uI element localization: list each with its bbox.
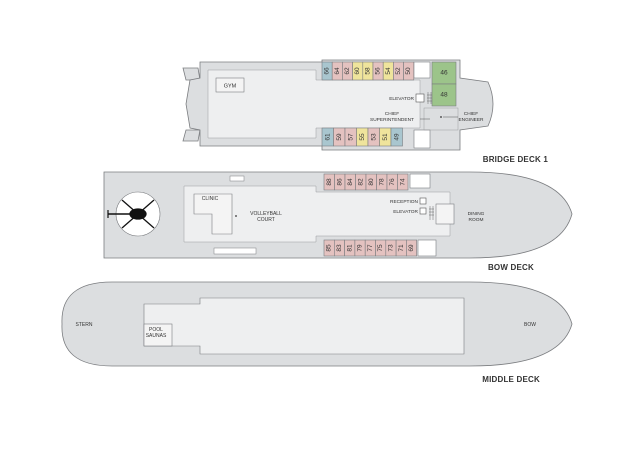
bow-bottom-cabin-number: 79 bbox=[357, 244, 364, 252]
bow-bottom-cabin-number: 81 bbox=[346, 244, 353, 252]
gym-label: GYM bbox=[224, 84, 237, 90]
bow-bottom-cabin-number: 77 bbox=[367, 244, 374, 252]
pool-saunas-room bbox=[143, 323, 173, 347]
bridge-bottom-cabin-number: 61 bbox=[324, 133, 331, 141]
reception-label: RECEPTION bbox=[390, 199, 419, 205]
bridge-top-cabin-number: 50 bbox=[405, 67, 412, 75]
bridge-top-cabin-number: 66 bbox=[324, 67, 331, 75]
bow-label: BOW bbox=[524, 322, 536, 328]
bridge-top-cabin-number: 56 bbox=[375, 67, 382, 75]
bridge-suites: 46 48 bbox=[431, 61, 457, 107]
dining-room bbox=[435, 203, 455, 225]
bow-top-cabin-number: 80 bbox=[368, 178, 375, 186]
bow-bottom-slot bbox=[213, 247, 257, 255]
bridge-top-cabin-number: 58 bbox=[364, 67, 371, 75]
bridge-top-cabin-number: 64 bbox=[334, 67, 341, 75]
clinic-room bbox=[193, 193, 233, 235]
bridge-top-cabin-number: 54 bbox=[385, 67, 392, 75]
bow-deck-title: BOW DECK bbox=[488, 263, 534, 272]
helicopter-icon bbox=[107, 199, 155, 229]
bow-bottom-cabin-number: 71 bbox=[398, 244, 405, 252]
gym-room bbox=[215, 77, 245, 93]
dining-label-1: DINING bbox=[468, 211, 485, 217]
bow-top-cabin-number: 88 bbox=[326, 178, 333, 186]
bridge-bottom-cabin-49[interactable] bbox=[390, 127, 403, 147]
bridge-bottom-cabin-number: 53 bbox=[370, 133, 377, 141]
bridge-wing-bottom bbox=[182, 129, 201, 142]
dining-label-2: ROOM bbox=[469, 217, 484, 223]
chief-engineer-label-2: ENGINEER bbox=[458, 117, 484, 123]
bow-elevator-label: ELEVATOR bbox=[393, 209, 418, 215]
bridge-corridor bbox=[207, 69, 421, 139]
bridge-top-cabin-number: 62 bbox=[344, 67, 351, 75]
bridge-bottom-cabin-number: 57 bbox=[347, 133, 354, 141]
bow-top-cabin-number: 74 bbox=[399, 178, 406, 186]
bridge-suite-number: 48 bbox=[440, 92, 448, 99]
bow-bottom-cabin-number: 83 bbox=[336, 244, 343, 252]
bow-bottom-cabin-69[interactable] bbox=[406, 239, 417, 257]
bow-bottom-cabin-number: 73 bbox=[387, 244, 394, 252]
bow-bottom-cabin-number: 85 bbox=[326, 244, 333, 252]
middle-inner-area bbox=[143, 297, 465, 355]
bow-stair-bottom bbox=[417, 239, 437, 257]
bow-top-cabin-number: 84 bbox=[347, 178, 354, 186]
middle-deck: POOL SAUNAS STERN BOW MIDDLE DECK bbox=[61, 281, 573, 384]
chief-superintendent-label-2: SUPERINTENDENT bbox=[370, 117, 414, 123]
bridge-bottom-cabins: 61 59 57 55 53 51 49 bbox=[321, 127, 403, 147]
bow-elevator-icon bbox=[419, 207, 427, 215]
volleyball-label-2: COURT bbox=[257, 217, 275, 223]
bow-top-cabin-number: 86 bbox=[336, 178, 343, 186]
bridge-bottom-cabin-number: 55 bbox=[359, 133, 366, 141]
volleyball-label-1: VOLLEYBALL bbox=[250, 211, 282, 217]
reception-marker bbox=[419, 197, 427, 205]
chief-superintendent-label-1: CHIEF bbox=[385, 111, 399, 117]
bow-stair-top bbox=[409, 173, 431, 189]
bow-stairs-icon bbox=[429, 206, 434, 220]
bow-bottom-cabin-number: 69 bbox=[408, 244, 415, 252]
bow-top-cabin-number: 76 bbox=[389, 178, 396, 186]
middle-deck-title: MIDDLE DECK bbox=[482, 375, 540, 384]
bridge-bottom-cabin-number: 59 bbox=[336, 133, 343, 141]
bridge-stair-bottom bbox=[413, 129, 431, 149]
bridge-stair-top bbox=[413, 61, 431, 79]
bow-top-cabin-number: 78 bbox=[378, 178, 385, 186]
stern-label: STERN bbox=[76, 322, 93, 328]
bow-top-slot bbox=[229, 175, 245, 182]
bridge-suite-number: 46 bbox=[440, 70, 448, 77]
clinic-label: CLINIC bbox=[202, 196, 219, 202]
bridge-bottom-cabin-number: 49 bbox=[393, 133, 400, 141]
chief-engineer-label-1: CHIEF bbox=[464, 111, 478, 117]
volleyball-marker bbox=[235, 215, 237, 217]
bow-top-cabin-number: 82 bbox=[357, 178, 364, 186]
bridge-top-cabin-number: 52 bbox=[395, 67, 402, 75]
pool-label-1: POOL bbox=[149, 327, 163, 333]
bridge-deck-title: BRIDGE DECK 1 bbox=[483, 155, 549, 164]
chief-engineer-marker bbox=[440, 116, 442, 118]
bridge-stairs-icon bbox=[427, 92, 432, 104]
pool-label-2: SAUNAS bbox=[146, 333, 167, 339]
bow-bottom-cabin-number: 75 bbox=[377, 244, 384, 252]
bridge-elevator-label: ELEVATOR bbox=[389, 96, 414, 102]
bridge-top-cabin-number: 60 bbox=[354, 67, 361, 75]
bridge-elevator-icon bbox=[415, 93, 425, 103]
bow-corridor bbox=[183, 185, 451, 243]
bridge-bottom-cabin-number: 51 bbox=[382, 133, 389, 141]
bow-top-cabin-74[interactable] bbox=[397, 173, 409, 191]
